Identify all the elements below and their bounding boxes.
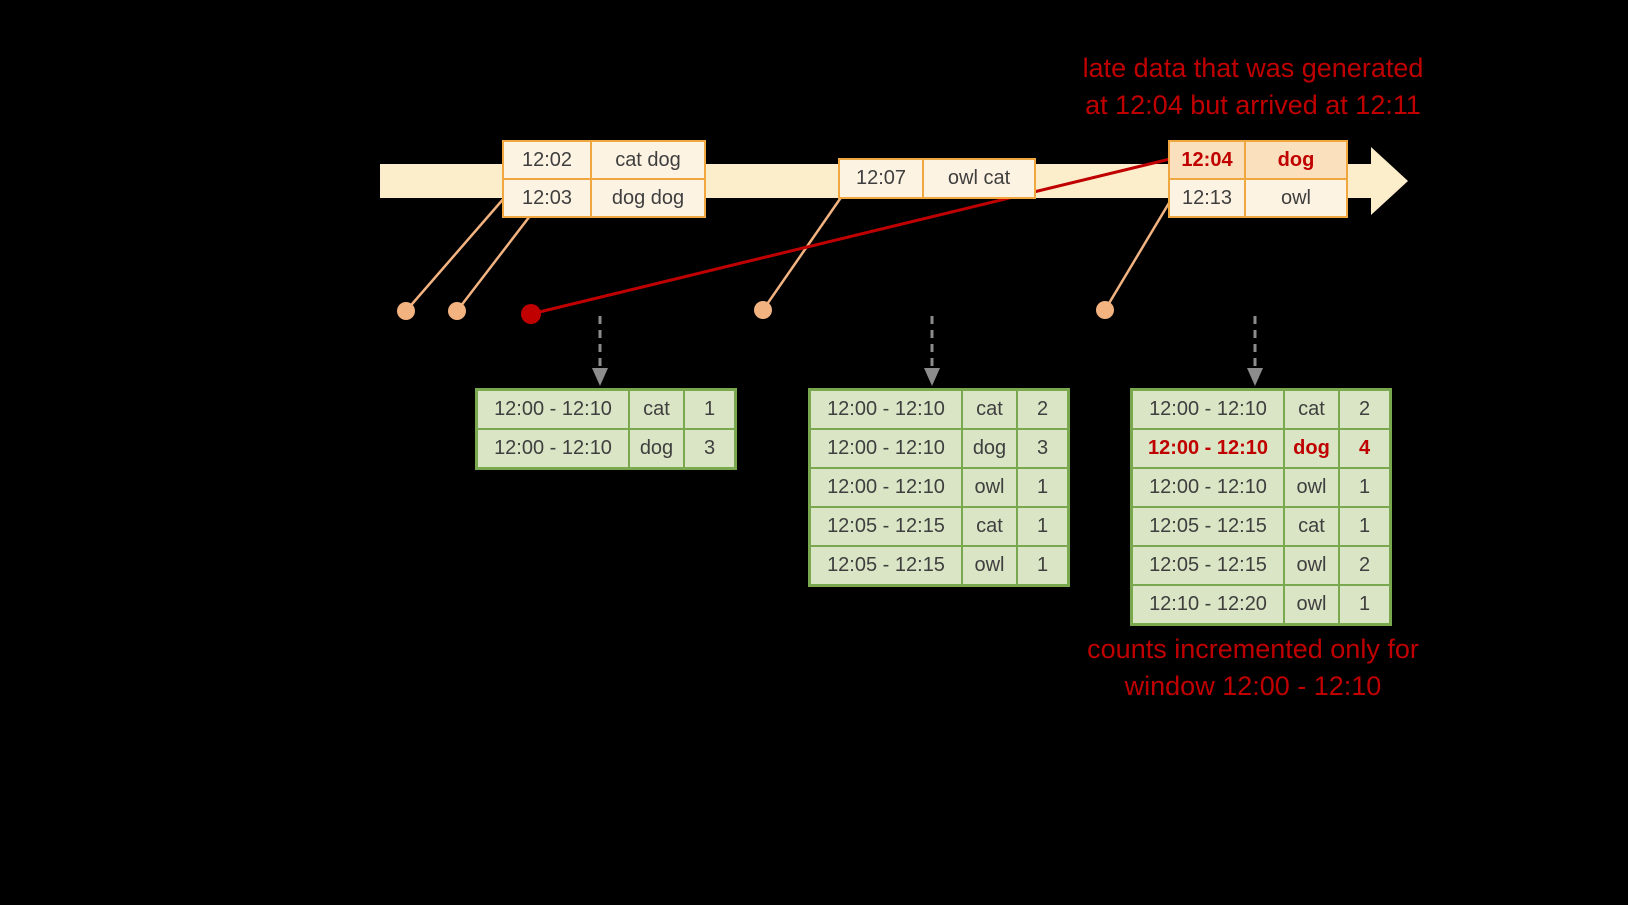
event-dot [754,301,772,319]
late-data-annotation-line1: late data that was generated [1082,53,1424,83]
result-word: owl [961,545,1018,587]
result-count: 3 [683,428,737,470]
result-word: dog [1283,428,1340,469]
late-data-annotation-line2: at 12:04 but arrived at 12:11 [1085,90,1421,120]
event-dot [1096,301,1114,319]
result-table-3: 12:00 - 12:10 cat 2 12:00 - 12:10 dog 4 … [1130,388,1392,626]
result-word: owl [961,467,1018,508]
result-count: 1 [1016,545,1070,587]
result-count: 2 [1338,388,1392,430]
event-table-batch-3: 12:04 dog 12:13 owl [1168,140,1348,218]
result-row: 12:10 - 12:20 owl 1 [1130,584,1392,626]
late-event-dot [521,304,541,324]
result-window: 12:00 - 12:10 [475,428,630,470]
result-count: 3 [1016,428,1070,469]
event-words: owl [1244,178,1348,218]
event-dot [397,302,415,320]
result-count: 1 [1338,584,1392,626]
result-row: 12:00 - 12:10 owl 1 [1130,467,1392,508]
result-window: 12:05 - 12:15 [808,545,963,587]
counts-annotation-line2: window 12:00 - 12:10 [1124,671,1382,701]
event-time: 12:03 [502,178,592,218]
event-dot [448,302,466,320]
counts-annotation: counts incremented only for window 12:00… [1038,631,1468,705]
result-table-1: 12:00 - 12:10 cat 1 12:00 - 12:10 dog 3 [475,388,737,470]
result-count: 4 [1338,428,1392,469]
event-connector-line [456,211,534,312]
result-row: 12:00 - 12:10 dog 3 [475,428,737,470]
event-table-batch-1: 12:02 cat dog 12:03 dog dog [502,140,706,218]
event-connector-line [1103,197,1174,311]
result-window: 12:00 - 12:10 [1130,388,1285,430]
result-row: 12:05 - 12:15 cat 1 [1130,506,1392,547]
result-word: cat [628,388,685,430]
late-event-row: 12:04 dog [1168,140,1348,180]
trigger-arrowhead-icon [592,368,608,386]
result-row: 12:05 - 12:15 cat 1 [808,506,1070,547]
result-row: 12:00 - 12:10 cat 1 [475,388,737,430]
event-connector-line [761,195,844,311]
result-word: owl [1283,467,1340,508]
result-count: 1 [1338,467,1392,508]
result-word: dog [628,428,685,470]
result-window: 12:00 - 12:10 [475,388,630,430]
result-row: 12:00 - 12:10 owl 1 [808,467,1070,508]
result-word: cat [1283,388,1340,430]
result-word: cat [961,506,1018,547]
event-words: dog dog [590,178,706,218]
result-window: 12:00 - 12:10 [808,388,963,430]
result-count: 1 [683,388,737,430]
late-data-annotation: late data that was generated at 12:04 bu… [1038,50,1468,124]
result-count: 1 [1016,506,1070,547]
result-count: 1 [1338,506,1392,547]
event-connector-line [405,196,506,312]
result-window: 12:05 - 12:15 [1130,545,1285,586]
result-table-2: 12:00 - 12:10 cat 2 12:00 - 12:10 dog 3 … [808,388,1070,587]
result-window: 12:00 - 12:10 [1130,467,1285,508]
event-time: 12:07 [838,158,924,199]
event-words: owl cat [922,158,1036,199]
result-count: 1 [1016,467,1070,508]
result-count: 2 [1016,388,1070,430]
trigger-arrowhead-icon [1247,368,1263,386]
result-window: 12:05 - 12:15 [1130,506,1285,547]
result-count: 2 [1338,545,1392,586]
event-words: cat dog [590,140,706,180]
result-row: 12:00 - 12:10 cat 2 [1130,388,1392,430]
result-word: dog [961,428,1018,469]
result-row: 12:00 - 12:10 dog 3 [808,428,1070,469]
event-time: 12:13 [1168,178,1246,218]
updated-result-row: 12:00 - 12:10 dog 4 [1130,428,1392,469]
result-window: 12:05 - 12:15 [808,506,963,547]
result-word: owl [1283,584,1340,626]
result-window: 12:00 - 12:10 [808,467,963,508]
event-row: 12:13 owl [1168,178,1348,218]
event-time: 12:04 [1168,140,1246,180]
event-table-batch-2: 12:07 owl cat [838,158,1036,199]
trigger-arrowhead-icon [924,368,940,386]
event-words: dog [1244,140,1348,180]
result-row: 12:05 - 12:15 owl 2 [1130,545,1392,586]
event-time: 12:02 [502,140,592,180]
timeline-arrowhead-icon [1371,147,1408,215]
counts-annotation-line1: counts incremented only for [1087,634,1419,664]
result-window: 12:10 - 12:20 [1130,584,1285,626]
result-word: owl [1283,545,1340,586]
event-row: 12:03 dog dog [502,178,706,218]
result-window: 12:00 - 12:10 [1130,428,1285,469]
result-word: cat [961,388,1018,430]
event-row: 12:02 cat dog [502,140,706,180]
result-row: 12:05 - 12:15 owl 1 [808,545,1070,587]
result-row: 12:00 - 12:10 cat 2 [808,388,1070,430]
result-word: cat [1283,506,1340,547]
event-row: 12:07 owl cat [838,158,1036,199]
result-window: 12:00 - 12:10 [808,428,963,469]
